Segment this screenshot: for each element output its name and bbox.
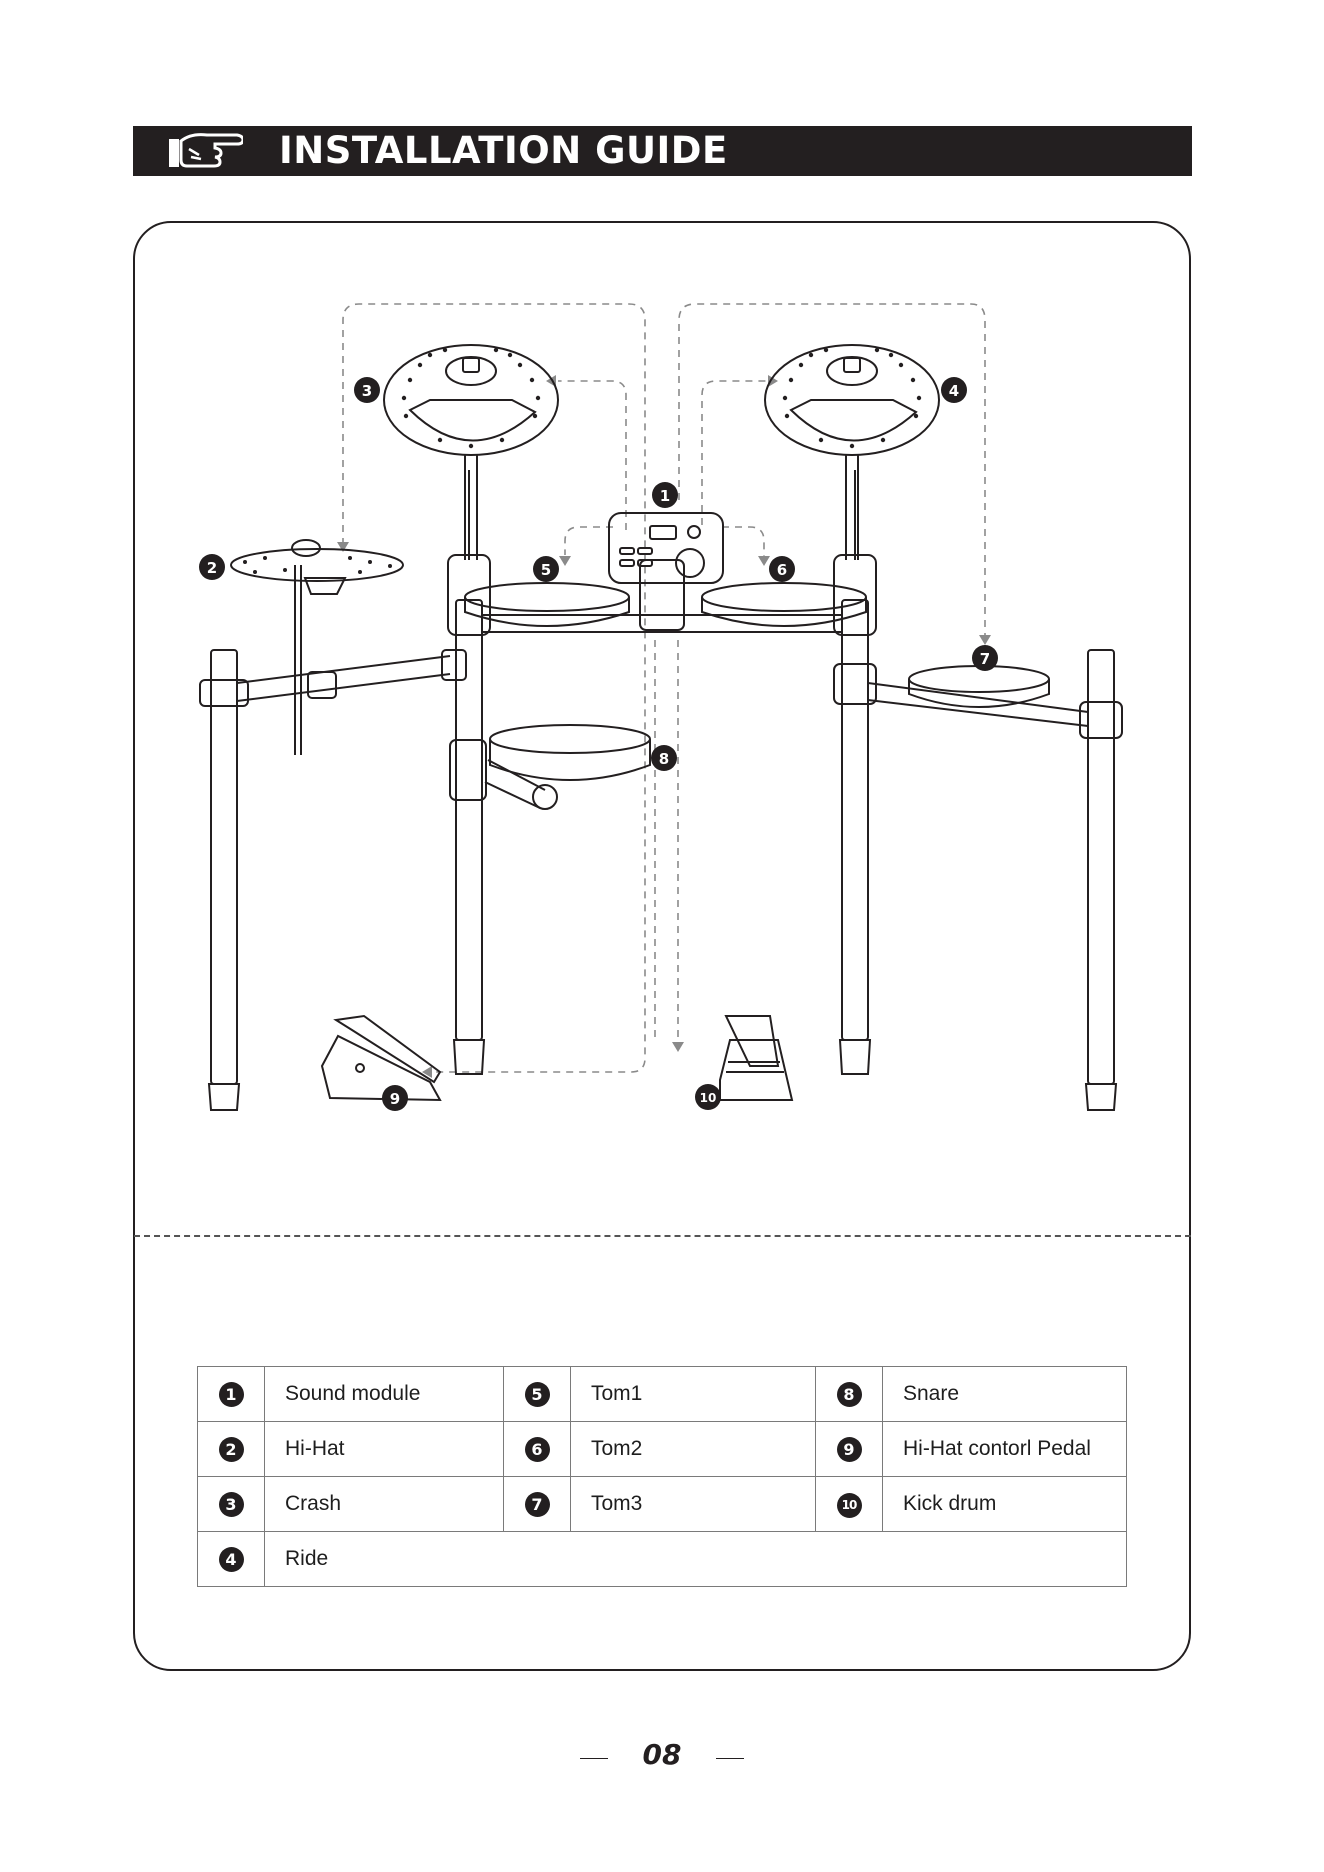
page-number: 08 [580, 1738, 744, 1771]
badge-5: 5 [525, 1382, 550, 1407]
badge-6: 6 [525, 1437, 550, 1462]
legend-label: Tom1 [571, 1367, 816, 1422]
badge-2: 2 [219, 1437, 244, 1462]
legend-label: Hi-Hat [265, 1422, 504, 1477]
callout-6: 6 [777, 561, 787, 579]
badge-4: 4 [219, 1547, 244, 1572]
badge-3: 3 [219, 1492, 244, 1517]
table-row: 3 Crash 7 Tom3 10 Kick drum [198, 1477, 1127, 1532]
legend-label: Kick drum [883, 1477, 1127, 1532]
callout-9: 9 [390, 1090, 400, 1108]
legend-label: Snare [883, 1367, 1127, 1422]
table-row: 2 Hi-Hat 6 Tom2 9 Hi-Hat contorl Pedal [198, 1422, 1127, 1477]
table-row: 1 Sound module 5 Tom1 8 Snare [198, 1367, 1127, 1422]
callout-10: 10 [700, 1091, 717, 1105]
section-divider [134, 1235, 1191, 1237]
badge-8: 8 [837, 1382, 862, 1407]
page-number-dash-right [716, 1758, 744, 1759]
callout-2: 2 [207, 559, 217, 577]
legend-label: Ride [265, 1532, 1127, 1587]
callout-5: 5 [541, 561, 551, 579]
legend-label: Tom2 [571, 1422, 816, 1477]
callout-3: 3 [362, 382, 372, 400]
badge-10: 10 [837, 1493, 862, 1518]
badge-1: 1 [219, 1382, 244, 1407]
table-row: 4 Ride [198, 1532, 1127, 1587]
callout-8: 8 [659, 750, 669, 768]
badge-9: 9 [837, 1437, 862, 1462]
legend-label: Tom3 [571, 1477, 816, 1532]
badge-7: 7 [525, 1492, 550, 1517]
parts-legend-table: 1 Sound module 5 Tom1 8 Snare 2 Hi-Hat 6… [197, 1366, 1127, 1587]
legend-label: Hi-Hat contorl Pedal [883, 1422, 1127, 1477]
callout-7: 7 [980, 650, 990, 668]
callout-4: 4 [949, 382, 959, 400]
legend-label: Crash [265, 1477, 504, 1532]
callout-1: 1 [660, 487, 670, 505]
legend-label: Sound module [265, 1367, 504, 1422]
